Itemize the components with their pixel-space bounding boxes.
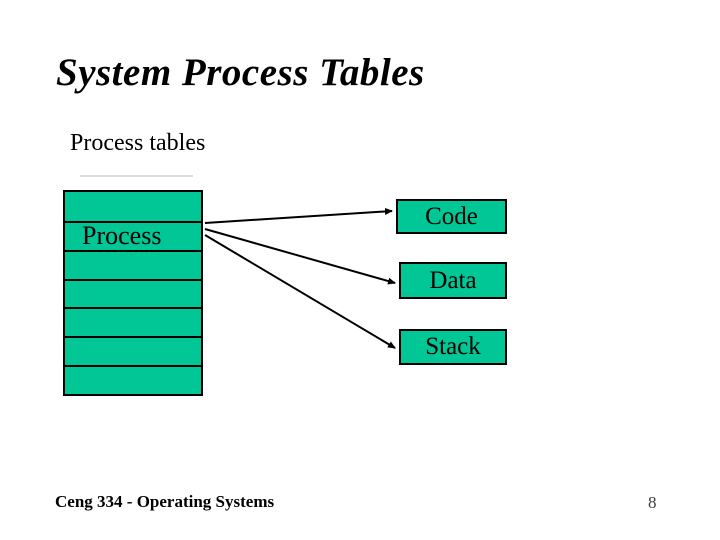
- process-table-row: [65, 278, 201, 308]
- slide-title: System Process Tables: [56, 51, 425, 94]
- process-table: Process: [63, 190, 203, 396]
- process-table-row: [65, 249, 201, 279]
- process-table-row: [65, 307, 201, 336]
- slide-subtitle: Process tables: [70, 130, 206, 156]
- arrow-to-data: [204, 228, 396, 285]
- faint-artifact-line: [80, 175, 193, 177]
- slide-footer: Ceng 334 - Operating Systems: [55, 492, 275, 511]
- stack-box: Stack: [399, 329, 507, 365]
- process-table-row: [65, 336, 201, 365]
- code-box: Code: [396, 199, 507, 234]
- page-number: 8: [648, 493, 657, 512]
- process-table-row-labeled: Process: [65, 220, 201, 251]
- arrow-to-code: [204, 207, 393, 224]
- process-table-label: Process: [82, 221, 162, 251]
- arrow-to-stack: [204, 234, 396, 349]
- data-box: Data: [399, 262, 507, 299]
- process-table-row: [65, 365, 201, 394]
- process-table-row: [65, 192, 201, 221]
